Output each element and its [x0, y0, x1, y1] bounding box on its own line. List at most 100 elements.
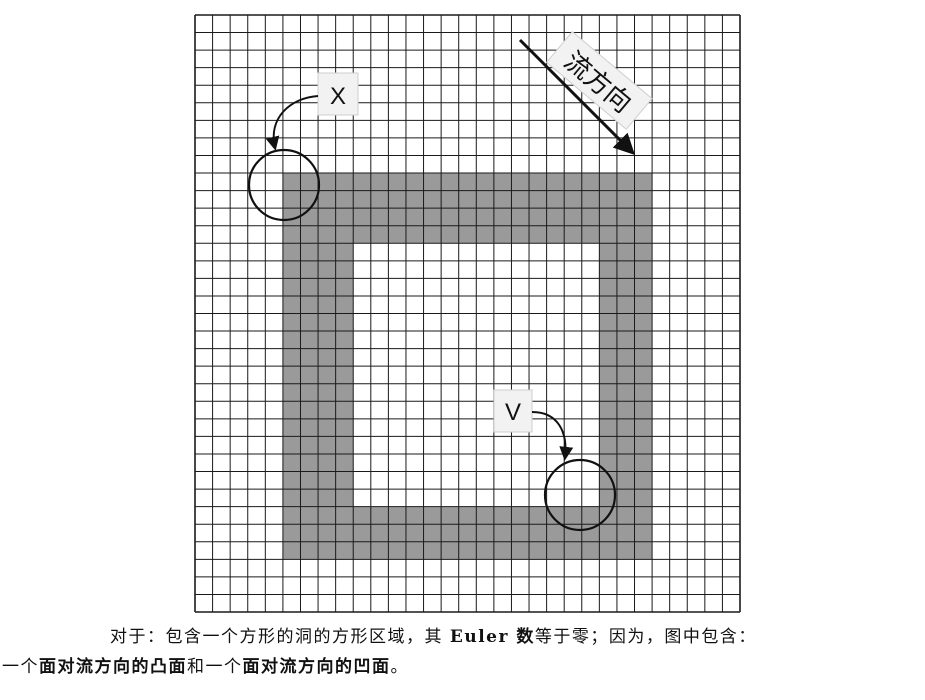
shaded-cell: [300, 260, 319, 279]
shaded-cell: [634, 418, 653, 437]
shaded-cell: [300, 331, 319, 349]
shaded-cell: [634, 225, 653, 244]
shaded-cell: [511, 190, 530, 209]
shaded-cell: [458, 541, 477, 560]
shaded-cell: [634, 331, 653, 349]
shaded-cell: [599, 225, 618, 244]
shaded-cell: [476, 208, 495, 227]
shaded-cell: [405, 173, 424, 191]
shaded-cell: [599, 260, 618, 279]
shaded-cell: [616, 243, 635, 262]
shaded-cell: [599, 173, 618, 191]
shaded-ring: [282, 173, 653, 560]
shaded-cell: [564, 506, 583, 525]
caption-line2-segment: 一个: [2, 657, 39, 677]
shaded-cell: [353, 506, 372, 525]
v-arrow: [531, 411, 574, 461]
shaded-cell: [476, 173, 495, 191]
shaded-cell: [599, 436, 618, 455]
shaded-cell: [353, 541, 372, 560]
shaded-cell: [282, 190, 301, 209]
shaded-cell: [634, 366, 653, 385]
concave-circle: [543, 458, 617, 532]
shaded-cell: [405, 225, 424, 244]
shaded-cell: [423, 190, 442, 209]
caption-line2-segment: 面对流方向的凹面: [242, 657, 391, 677]
shaded-cell: [318, 190, 336, 209]
shaded-cell: [300, 366, 319, 385]
shaded-cell: [335, 295, 354, 314]
shaded-cell: [405, 524, 424, 543]
shaded-cell: [476, 225, 495, 244]
shaded-cell: [353, 524, 372, 543]
shaded-cell: [634, 436, 653, 455]
shaded-cell: [335, 436, 354, 455]
shaded-cell: [634, 208, 653, 227]
caption-line1-segment: 等于零；因为，图中包含：: [534, 627, 757, 647]
shaded-cell: [318, 348, 336, 367]
shaded-cell: [441, 208, 460, 227]
flow-label-box: [545, 31, 653, 130]
shaded-cell: [370, 524, 389, 543]
shaded-cell: [318, 436, 336, 455]
shaded-cell: [511, 541, 530, 560]
grid-diagram: X V 流方向: [194, 14, 741, 613]
shaded-cell: [335, 260, 354, 279]
shaded-cell: [581, 524, 600, 543]
shaded-cell: [282, 208, 301, 227]
shaded-cell: [282, 173, 301, 191]
shaded-cell: [335, 418, 354, 437]
shaded-cell: [458, 190, 477, 209]
shaded-cell: [282, 331, 301, 349]
shaded-cell: [529, 506, 547, 525]
shaded-cell: [318, 173, 336, 191]
shaded-cell: [634, 295, 653, 314]
shaded-cell: [300, 401, 319, 420]
shaded-cell: [300, 295, 319, 314]
shaded-cell: [616, 541, 635, 560]
shaded-cell: [370, 190, 389, 209]
shaded-cell: [282, 278, 301, 297]
shaded-cell: [493, 225, 512, 244]
shaded-cell: [282, 541, 301, 560]
shaded-cell: [405, 541, 424, 560]
shaded-cell: [282, 260, 301, 279]
shaded-cell: [616, 208, 635, 227]
shaded-cell: [300, 524, 319, 543]
shaded-cell: [546, 190, 565, 209]
shaded-cell: [318, 524, 336, 543]
shaded-cell: [405, 190, 424, 209]
shaded-cell: [300, 383, 319, 402]
figure-caption: 对于：包含一个方形的洞的方形区域，其 Euler 数等于零；因为，图中包含： 一…: [0, 622, 925, 682]
shaded-cell: [634, 506, 653, 525]
shaded-cell: [300, 208, 319, 227]
shaded-cell: [335, 208, 354, 227]
shaded-cell: [300, 243, 319, 262]
shaded-cell: [634, 313, 653, 332]
x-label-box: [317, 72, 359, 116]
shaded-cell: [458, 173, 477, 191]
shaded-cell: [493, 173, 512, 191]
shaded-cell: [616, 453, 635, 472]
shaded-cell: [476, 524, 495, 543]
shaded-cell: [353, 190, 372, 209]
shaded-cell: [634, 489, 653, 507]
shaded-cell: [458, 225, 477, 244]
caption-line1-segment: 对于：包含一个方形的洞的方形区域，其: [110, 627, 450, 647]
shaded-cell: [634, 260, 653, 279]
shaded-cell: [335, 489, 354, 507]
shaded-cell: [511, 173, 530, 191]
shaded-cell: [616, 295, 635, 314]
shaded-cell: [318, 208, 336, 227]
shaded-cell: [493, 190, 512, 209]
shaded-cell: [318, 401, 336, 420]
shaded-cell: [599, 295, 618, 314]
shaded-cell: [441, 506, 460, 525]
shaded-cell: [335, 278, 354, 297]
shaded-cell: [318, 383, 336, 402]
shaded-cell: [599, 313, 618, 332]
shaded-cell: [564, 173, 583, 191]
shaded-cell: [616, 436, 635, 455]
shaded-cell: [282, 243, 301, 262]
shaded-cell: [581, 173, 600, 191]
